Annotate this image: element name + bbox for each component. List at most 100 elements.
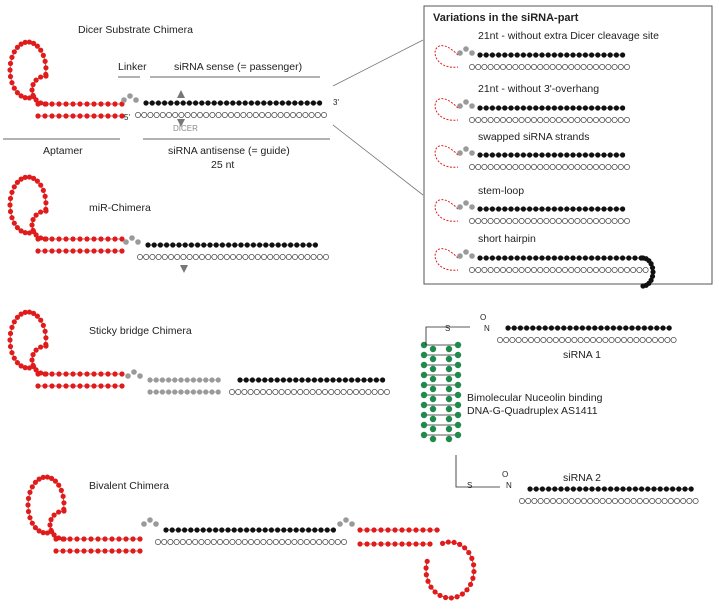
mir-aptamer-bottom xyxy=(84,248,90,254)
variation-1-sirna-antisense xyxy=(549,64,556,70)
sticky-sirna-sense xyxy=(318,377,324,383)
variation-5-sirna-sense xyxy=(595,255,601,261)
sirna1-sense xyxy=(648,325,654,331)
sticky-aptamer-bottom xyxy=(98,383,104,389)
variation-1-sirna-antisense xyxy=(580,64,587,70)
mir-sirna-sense xyxy=(232,242,238,248)
quadruplex-line2: DNA-G-Quadruplex AS1411 xyxy=(467,405,598,417)
bivalent-sirna-sense xyxy=(169,527,175,533)
mir-aptamer-loop xyxy=(22,174,28,180)
variation-5-sirna-antisense xyxy=(543,267,550,273)
variation-3-sirna-sense xyxy=(477,152,483,158)
mir-aptamer-top xyxy=(98,236,104,242)
bivalent-aptamer-left-loop xyxy=(40,474,46,480)
mir-sirna-sense xyxy=(250,242,256,248)
variation-3-sirna-sense xyxy=(613,152,620,158)
bivalent-aptamer-left-loop xyxy=(44,474,51,480)
mir-aptamer-top xyxy=(112,236,118,242)
variation-5-sirna-sense xyxy=(533,255,539,261)
mir-sirna-sense xyxy=(151,242,157,248)
ds-sirna-sense xyxy=(143,100,149,106)
mir-sirna-antisense xyxy=(236,254,243,260)
mir-sirna-sense xyxy=(294,242,300,248)
variation-1-sirna-antisense xyxy=(487,64,494,70)
mir-aptamer-loop xyxy=(26,174,33,180)
mir-aptamer-loop xyxy=(42,193,48,199)
variation-2-sirna-sense xyxy=(564,105,570,111)
sticky-sirna-antisense xyxy=(353,389,359,395)
variation-4-sirna-sense xyxy=(582,206,589,212)
sticky-aptamer-bottom xyxy=(35,383,41,389)
bivalent-aptamer-left-loop xyxy=(25,508,32,515)
bivalent-sirna-sense xyxy=(231,527,237,533)
bivalent-aptamer-left-loop xyxy=(40,530,46,536)
variation-3-sirna-antisense xyxy=(624,164,630,170)
sticky-sirna-antisense xyxy=(235,389,242,395)
variation-1-sirna-antisense xyxy=(568,64,575,70)
mir-sirna-antisense xyxy=(149,254,156,260)
ds-aptamer-loop xyxy=(22,39,28,45)
variation-3-sirna-sense xyxy=(589,152,595,158)
sirna1-sense xyxy=(542,325,548,331)
sticky-sirna-sense xyxy=(349,377,355,383)
variation-5-sirna-antisense xyxy=(636,267,643,273)
sticky-aptamer-loop xyxy=(43,335,49,341)
ds-sirna-sense xyxy=(230,100,236,106)
ds-sirna-sense xyxy=(317,100,323,106)
sticky-aptamer-loop xyxy=(18,363,24,369)
variation-3-sirna-antisense xyxy=(518,164,525,170)
variation-4-sirna-sense xyxy=(520,206,527,212)
sirna2-sense xyxy=(577,486,583,492)
sticky-grey-bottom xyxy=(166,389,172,395)
mir-sirna-antisense xyxy=(205,254,212,260)
sirna1-sense xyxy=(623,325,629,331)
sirna1-sense xyxy=(598,325,604,331)
variation-3-sirna-sense xyxy=(620,152,626,158)
variation-3-sirna-sense xyxy=(576,152,582,158)
bivalent-aptamer-right-bottom xyxy=(413,541,419,547)
variation-2-sirna-antisense xyxy=(605,117,612,123)
sirna1-sense xyxy=(536,325,542,331)
sirna2-antisense xyxy=(605,498,612,504)
variation-2-sirna-antisense xyxy=(574,117,581,123)
sirna1-antisense xyxy=(559,337,565,343)
sticky-aptamer-loop xyxy=(14,314,21,320)
mir-sirna-antisense xyxy=(230,254,236,260)
bivalent-aptamer-left-bottom xyxy=(109,548,115,554)
bivalent-aptamer-left-top xyxy=(95,536,101,542)
bivalent-sirna-antisense xyxy=(167,539,174,545)
ds-aptamer-bottom xyxy=(77,113,83,119)
sirna2-sense xyxy=(552,486,558,492)
quadruplex-bead-right xyxy=(454,361,462,369)
variation-4-sirna-sense xyxy=(558,206,564,212)
bivalent-aptamer-right-top xyxy=(406,527,412,533)
quadruplex-bead-right2 xyxy=(445,345,453,353)
variation-2-sirna-antisense xyxy=(611,117,618,123)
quadruplex-bead-left xyxy=(420,391,428,399)
mir-aptamer-top xyxy=(119,236,125,242)
variation-5-hairpin-loop xyxy=(649,273,656,279)
variation-5-sirna-sense xyxy=(477,255,483,261)
sticky-aptamer-loop xyxy=(38,317,44,323)
sticky-grey-bottom xyxy=(172,389,178,395)
sirna1-antisense xyxy=(639,337,646,343)
ds-aptamer-inner xyxy=(43,73,49,79)
ds-sirna-sense xyxy=(310,100,316,106)
bivalent-sirna-antisense xyxy=(328,539,335,545)
variation-3-sirna-sense xyxy=(502,152,508,158)
variation-5-sirna-sense xyxy=(564,255,570,261)
tether-top xyxy=(425,326,470,345)
ds-aptamer-loop xyxy=(7,67,13,73)
mir-sirna-antisense xyxy=(161,254,168,260)
mir-aptamer-top xyxy=(91,236,97,242)
ds-aptamer-loop xyxy=(43,65,49,71)
bivalent-sirna-antisense xyxy=(179,539,186,545)
dicer-cut-bottom-icon xyxy=(177,119,185,127)
sirna2-antisense xyxy=(686,498,693,504)
ds-aptamer-bottom xyxy=(49,113,55,119)
variation-1-sirna-sense xyxy=(551,52,558,58)
ds-sirna-antisense xyxy=(234,112,241,118)
sirna1-antisense xyxy=(583,337,590,343)
ds-aptamer-loop xyxy=(22,95,28,101)
